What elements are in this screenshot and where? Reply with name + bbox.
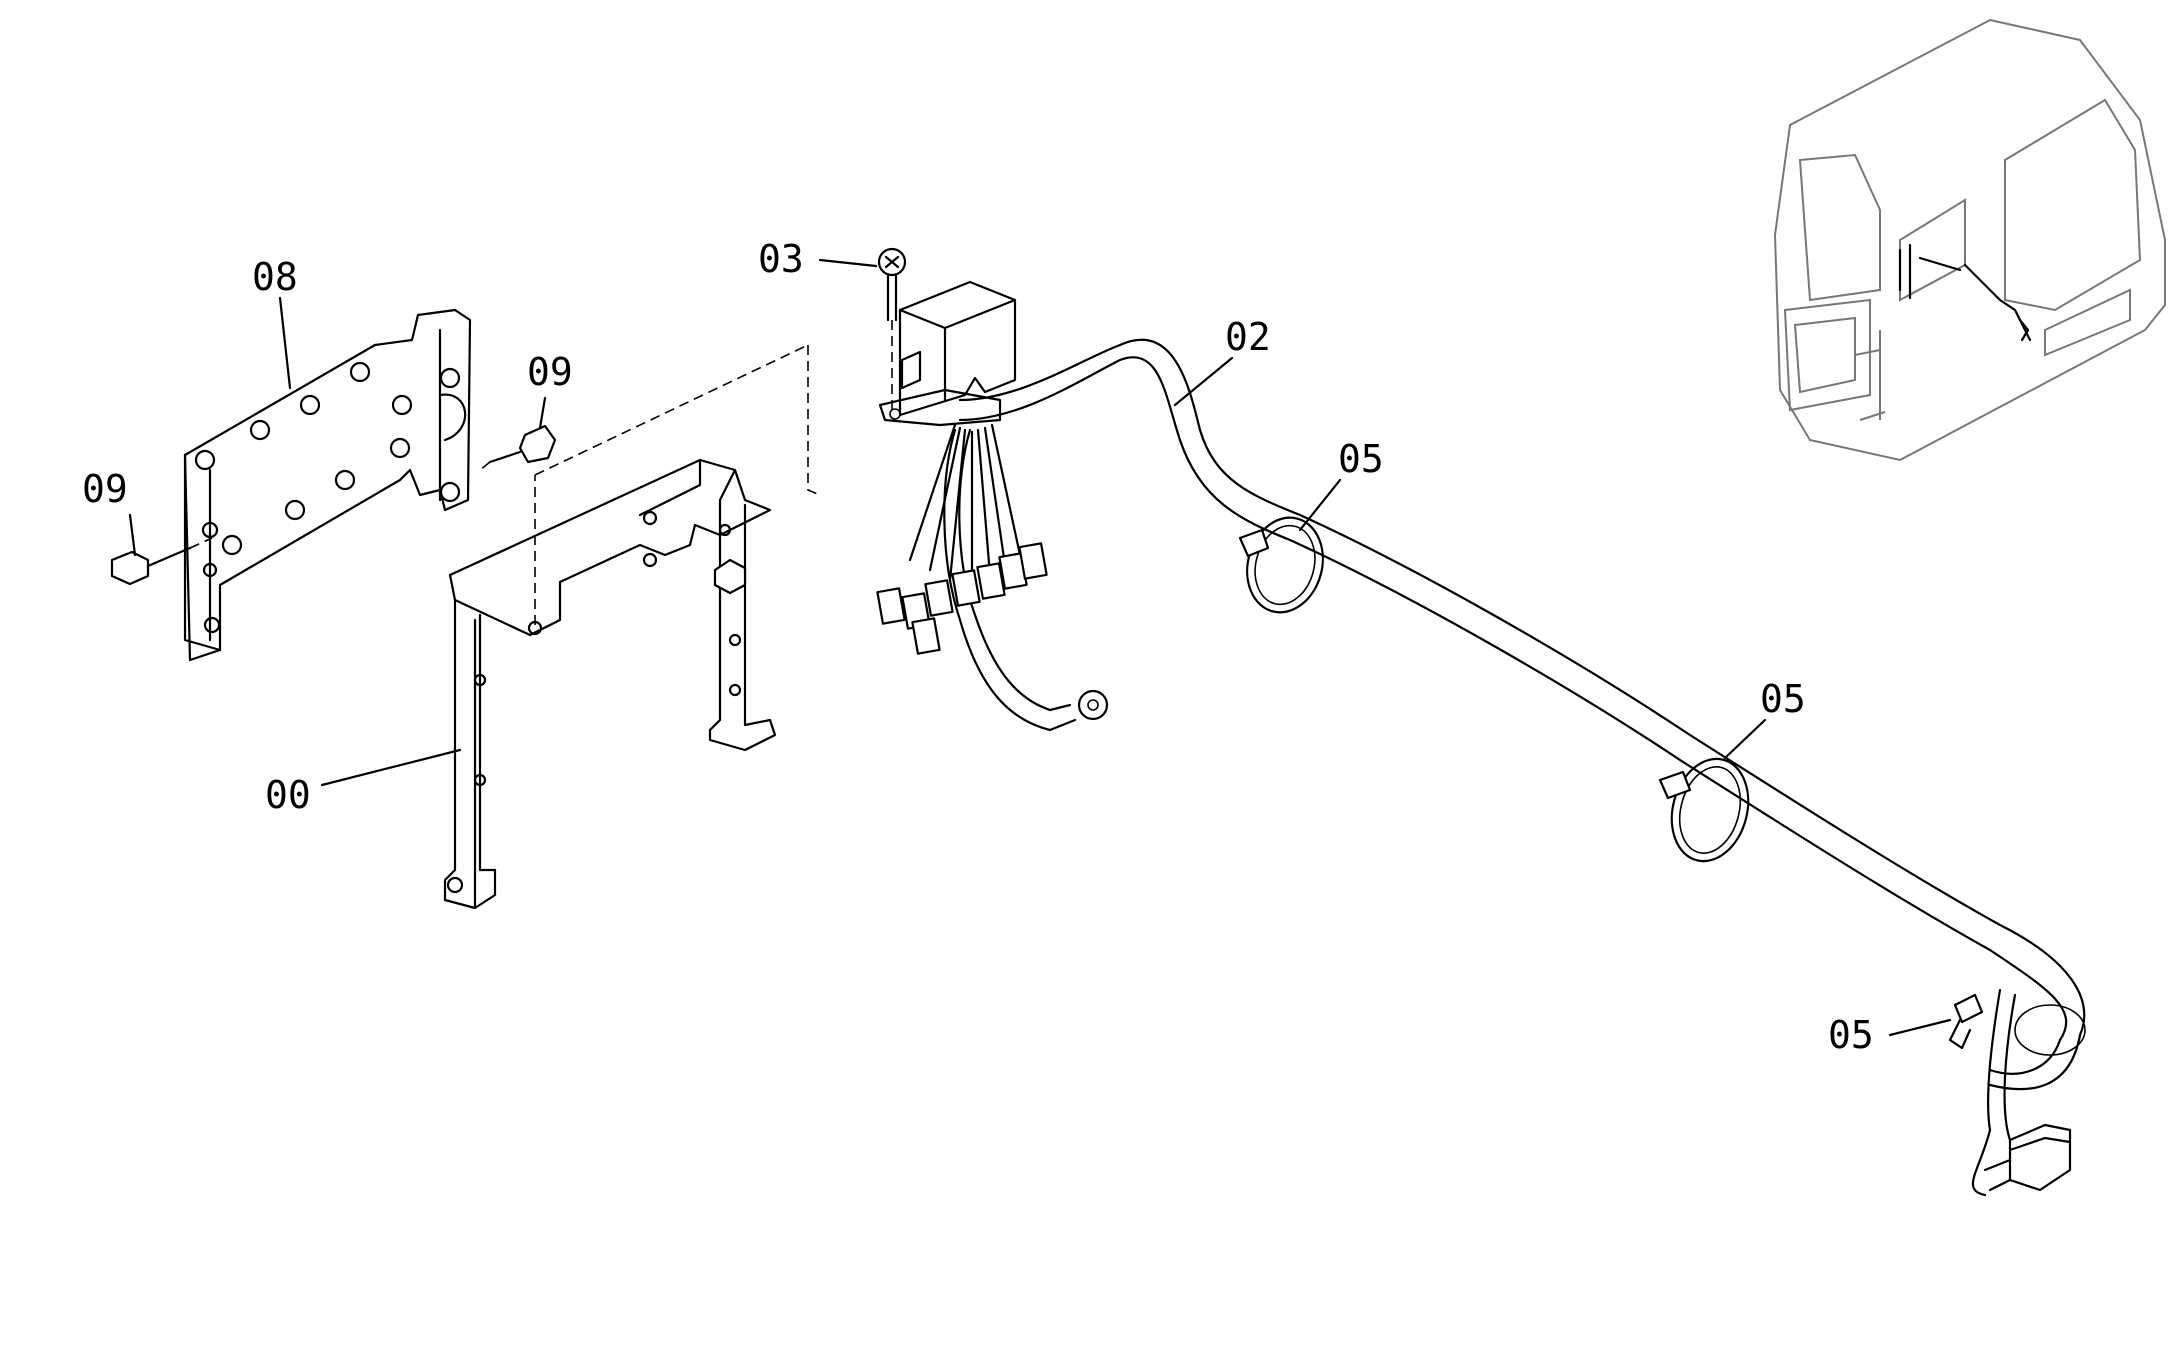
cab-location-inset <box>1773 18 2166 462</box>
leader-lines <box>128 258 1952 1037</box>
callout-08: 08 <box>252 255 298 299</box>
callout-09-right: 09 <box>527 350 573 394</box>
callout-02: 02 <box>1225 315 1271 359</box>
callout-05-a: 05 <box>1338 437 1384 481</box>
part-00-bracket <box>443 344 821 910</box>
callout-labels: 08 09 09 03 02 05 05 05 00 <box>82 237 1874 1057</box>
part-05-clamp-1 <box>1238 516 1324 614</box>
part-09-bolt-right <box>479 424 557 471</box>
part-02-wire-harness <box>876 338 2086 1197</box>
callout-05-b: 05 <box>1760 677 1806 721</box>
callout-09-left: 09 <box>82 467 128 511</box>
part-05-clamp-3 <box>1948 993 2086 1056</box>
part-08-mounting-plate <box>183 308 472 662</box>
part-03-screw-and-relay <box>877 247 1017 427</box>
callout-03: 03 <box>758 237 804 281</box>
callout-00: 00 <box>265 773 311 817</box>
callout-05-c: 05 <box>1828 1013 1874 1057</box>
part-09-bolt-left <box>110 537 213 586</box>
part-05-clamp-2 <box>1658 757 1750 863</box>
